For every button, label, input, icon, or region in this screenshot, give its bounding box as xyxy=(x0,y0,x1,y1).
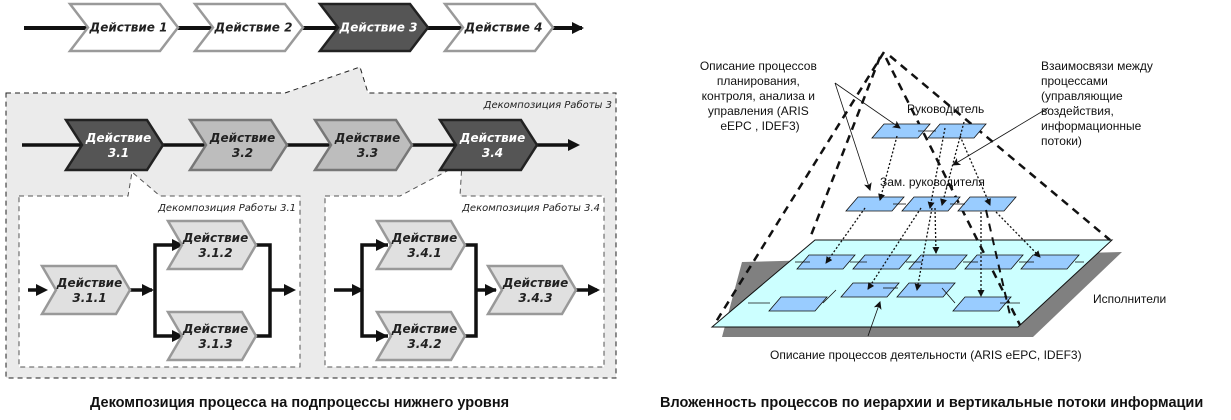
action-3-4-1-chevron-label: Действие xyxy=(391,231,457,245)
action-3-2-chevron-shape xyxy=(187,118,289,172)
action-3-4-3-chevron-label: 3.4.3 xyxy=(518,291,552,305)
action-3-3-chevron-shape xyxy=(312,118,414,172)
process-links xyxy=(748,130,1084,304)
action-3-1-1-chevron-label: 3.1.1 xyxy=(72,291,106,305)
level-manager-label: Руководитель xyxy=(907,102,984,116)
decomp31-title: Декомпозиция Работы 3.1 xyxy=(157,202,296,214)
action-3-2-chevron-label: 3.2 xyxy=(232,146,253,160)
executor-process-box-row1-3 xyxy=(908,254,968,270)
level-deputy-label: Зам. руководителя xyxy=(880,175,985,189)
action-1-chevron-shape xyxy=(67,2,180,53)
action-3-4-1-chevron-shape xyxy=(374,219,467,271)
action-3-1-2-chevron-label: Действие xyxy=(182,231,248,245)
action-3-1-3-chevron-shape xyxy=(165,310,258,362)
executor-process-box-row2-2 xyxy=(840,282,900,298)
action-3-4-chevron-label: 3.4 xyxy=(482,146,503,160)
action-3-1-2-chevron-label: 3.1.2 xyxy=(198,246,232,260)
annotation-activity-processes: Описание процессов деятельности (ARIS eE… xyxy=(770,348,1082,362)
manager-process-box-2 xyxy=(927,123,987,139)
chevron-group: Действие 1 Действие 2 Действие 3 Действие 4… xyxy=(39,2,578,362)
decomp34-title: Декомпозиция Работы 3.4 xyxy=(461,202,600,214)
action-3-chevron: Действие 3 xyxy=(317,2,430,53)
action-3-4-1-chevron-label: 3.4.1 xyxy=(407,246,441,260)
action-2-chevron-label: Действие 2 xyxy=(214,21,293,35)
left-caption: Декомпозиция процесса на подпроцессы ниж… xyxy=(90,395,510,411)
executor-process-box-row2-1 xyxy=(768,296,828,312)
action-2-chevron-shape xyxy=(192,2,305,53)
process-boxes xyxy=(768,123,1080,312)
pyramid-edges xyxy=(712,51,1111,326)
action-3-4-chevron-label: Действие xyxy=(459,131,525,145)
action-3-2-chevron-label: Действие xyxy=(209,131,275,145)
right-diagram: Руководитель Зам. руководителя Исполните… xyxy=(700,51,1166,362)
top-flow-end-arrow-icon xyxy=(572,22,584,34)
executor-process-box-row2-4 xyxy=(952,296,1012,312)
action-3-chevron-label: Действие 3 xyxy=(339,21,418,35)
action-3-1-chevron-shape xyxy=(63,118,165,172)
action-1-chevron-label: Действие 1 xyxy=(89,21,168,35)
decomp3-end-arrow-icon xyxy=(568,139,580,151)
manager-process-box-1 xyxy=(871,123,931,139)
executor-process-box-row1-5 xyxy=(1020,254,1080,270)
action-4-chevron: Действие 4 xyxy=(442,2,555,53)
pyramid-inner-edge xyxy=(985,209,1011,316)
left-diagram: Декомпозиция Работы 3 Декомпозиция Работ… xyxy=(5,2,617,379)
action-3-1-1-chevron-label: Действие xyxy=(56,276,122,290)
executor-process-box-row2-3 xyxy=(896,282,956,298)
annotation-process-relations: Взаимосвязи между процессами (управляющи… xyxy=(1041,59,1156,148)
action-3-4-2-chevron-label: Действие xyxy=(391,322,457,336)
action-3-1-3-chevron-label: Действие xyxy=(182,322,248,336)
action-2-chevron: Действие 2 xyxy=(192,2,305,53)
action-3-4-chevron-shape xyxy=(437,118,539,172)
action-4-chevron-shape xyxy=(442,2,555,53)
decomp3-title: Декомпозиция Работы 3 xyxy=(483,99,612,111)
action-3-4-2-chevron-shape xyxy=(374,310,467,362)
action-1-chevron: Действие 1 xyxy=(67,2,180,53)
right-caption: Вложенность процессов по иерархии и верт… xyxy=(660,395,1204,411)
level-executors-label: Исполнители xyxy=(1093,292,1166,306)
annotation-pointers xyxy=(834,82,1049,337)
action-3-1-chevron-label: Действие xyxy=(85,131,151,145)
action-4-chevron-label: Действие 4 xyxy=(464,21,543,35)
action-3-4-3-chevron-label: Действие xyxy=(502,276,568,290)
annotation-management-processes: Описание процессов планирования, контрол… xyxy=(700,59,820,133)
action-3-chevron-shape xyxy=(317,2,430,53)
action-3-3-chevron-label: 3.3 xyxy=(357,146,378,160)
executor-process-box-row1-4 xyxy=(964,254,1024,270)
action-3-1-chevron-label: 3.1 xyxy=(108,146,129,160)
executor-process-box-row1-2 xyxy=(852,254,912,270)
action-3-1-1-chevron-shape xyxy=(39,264,132,316)
action-3-4-2-chevron-label: 3.4.2 xyxy=(407,337,441,351)
info-flows xyxy=(825,121,1041,297)
action-3-4-3-chevron-shape xyxy=(485,264,578,316)
action-3-1-3-chevron-label: 3.1.3 xyxy=(198,337,232,351)
action-3-3-chevron-label: Действие xyxy=(334,131,400,145)
deputy-process-box-1 xyxy=(845,196,905,212)
action-3-1-2-chevron-shape xyxy=(165,219,258,271)
